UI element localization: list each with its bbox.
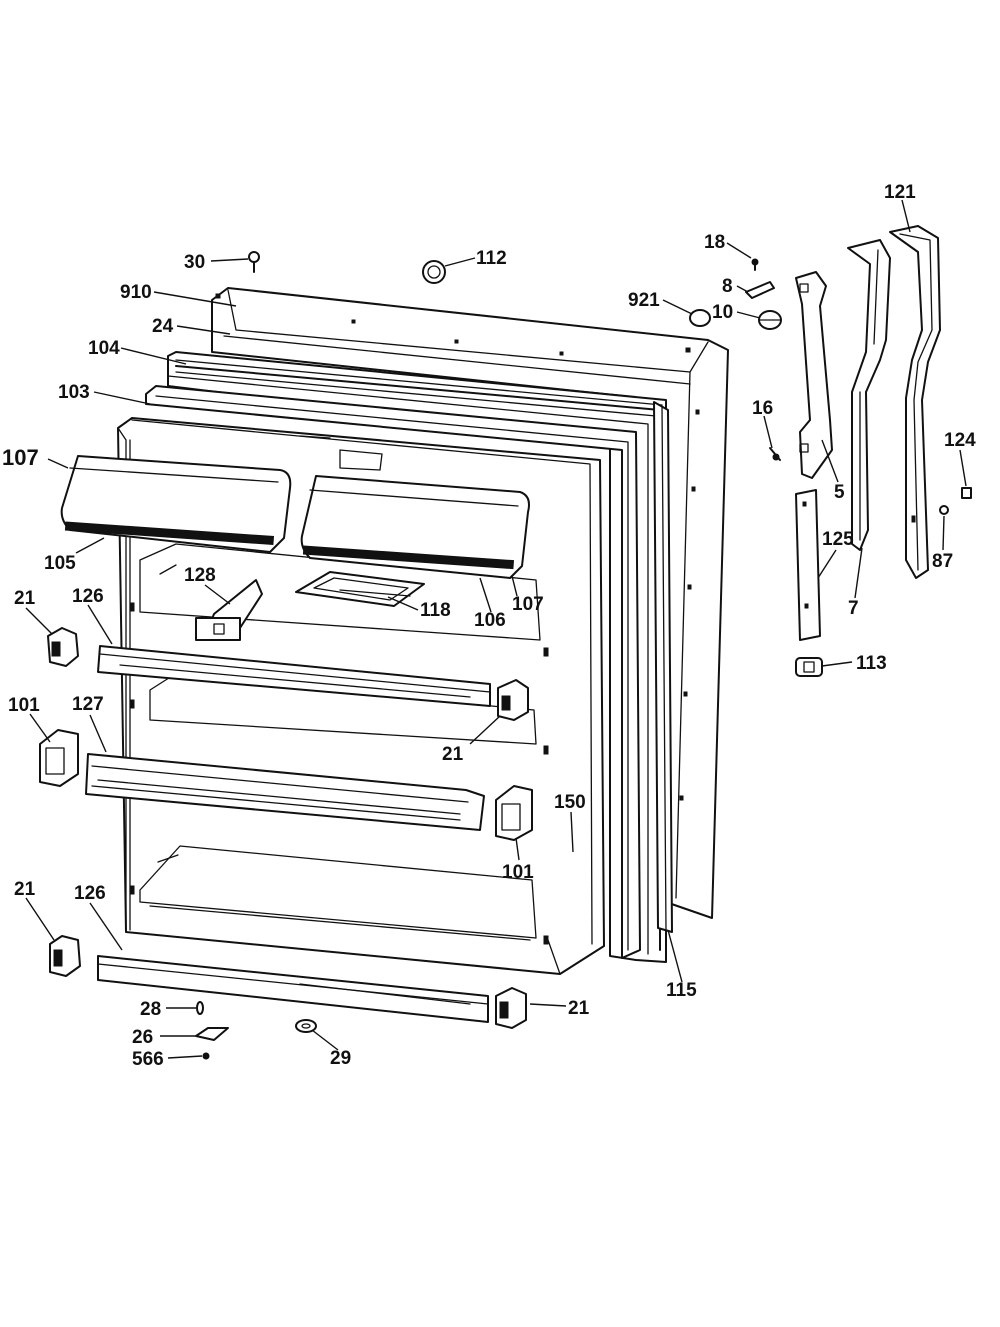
dairy-door-left xyxy=(60,455,292,553)
plug-921 xyxy=(689,309,711,327)
screw-566 xyxy=(202,1052,210,1060)
label-106: 106 xyxy=(474,610,506,631)
label-104: 104 xyxy=(88,338,120,359)
label-21-mid-right: 21 xyxy=(442,744,464,765)
shelf-bar-127 xyxy=(85,753,485,831)
dairy-door-right xyxy=(300,475,530,579)
shelf-support-101-right xyxy=(495,785,533,841)
label-101-right: 101 xyxy=(502,862,534,883)
label-113: 113 xyxy=(856,653,887,674)
label-29: 29 xyxy=(330,1048,351,1069)
leader-lines xyxy=(25,199,967,1059)
label-21-lower-left: 21 xyxy=(14,879,36,900)
label-21-lower-right: 21 xyxy=(568,998,590,1019)
label-103: 103 xyxy=(58,382,90,403)
shelf-bar-126-bottom xyxy=(97,955,489,1023)
label-128: 128 xyxy=(184,565,216,586)
label-10: 10 xyxy=(712,302,733,323)
hinge-pin-8 xyxy=(745,281,775,299)
egg-tray xyxy=(295,571,425,607)
label-126-top: 126 xyxy=(72,586,104,607)
spacer-28 xyxy=(196,1001,204,1015)
handle-7 xyxy=(847,239,891,551)
hinge-plate-26 xyxy=(195,1027,229,1041)
label-126-bottom: 126 xyxy=(74,883,106,904)
outer-door-panel xyxy=(211,287,729,919)
label-127: 127 xyxy=(72,694,104,715)
label-118: 118 xyxy=(420,600,451,621)
handle-121 xyxy=(889,225,941,579)
shelf-bracket-128 xyxy=(195,579,263,641)
screw-18 xyxy=(751,258,759,271)
shelf-support-21-mid-right xyxy=(497,679,529,721)
label-121: 121 xyxy=(884,182,916,203)
screw-16 xyxy=(769,447,781,461)
shelf-support-101-left xyxy=(39,729,79,787)
screw-87 xyxy=(939,505,949,515)
label-150: 150 xyxy=(554,792,586,813)
screw-124 xyxy=(961,487,972,499)
label-28: 28 xyxy=(140,999,161,1020)
breaker-strip xyxy=(145,385,641,959)
label-24: 24 xyxy=(152,316,174,337)
shelf-support-21-lower-left xyxy=(49,935,81,977)
label-107-left: 107 xyxy=(2,445,39,470)
plug-112 xyxy=(422,260,446,284)
label-921: 921 xyxy=(628,290,660,311)
label-566: 566 xyxy=(132,1049,164,1070)
label-101-left: 101 xyxy=(8,695,40,716)
cap-113 xyxy=(795,657,823,677)
label-18: 18 xyxy=(704,232,725,253)
handle-trim-125 xyxy=(795,489,821,641)
label-124: 124 xyxy=(944,430,976,451)
label-21-upper-left: 21 xyxy=(14,588,36,609)
side-gasket-115 xyxy=(653,401,673,933)
label-107-right: 107 xyxy=(512,594,544,615)
label-26: 26 xyxy=(132,1027,153,1048)
handle-bracket-5 xyxy=(795,271,833,479)
label-87: 87 xyxy=(932,551,953,572)
cam-10 xyxy=(758,310,782,330)
part-labels: 30 112 910 24 104 103 107 105 128 106 10… xyxy=(2,182,976,1070)
label-8: 8 xyxy=(722,276,733,297)
bushing-29 xyxy=(295,1019,317,1033)
shelf-bar-126-top xyxy=(97,645,491,707)
label-105: 105 xyxy=(44,553,76,574)
label-112: 112 xyxy=(476,248,507,269)
label-5: 5 xyxy=(834,482,845,503)
shelf-support-21-lower-right xyxy=(495,987,527,1029)
label-910: 910 xyxy=(120,282,152,303)
label-125: 125 xyxy=(822,529,854,550)
screw-30 xyxy=(248,251,260,273)
label-7: 7 xyxy=(848,598,859,619)
label-16: 16 xyxy=(752,398,773,419)
label-115: 115 xyxy=(666,980,697,1001)
label-30: 30 xyxy=(184,252,205,273)
shelf-support-21-upper-left xyxy=(47,627,79,667)
